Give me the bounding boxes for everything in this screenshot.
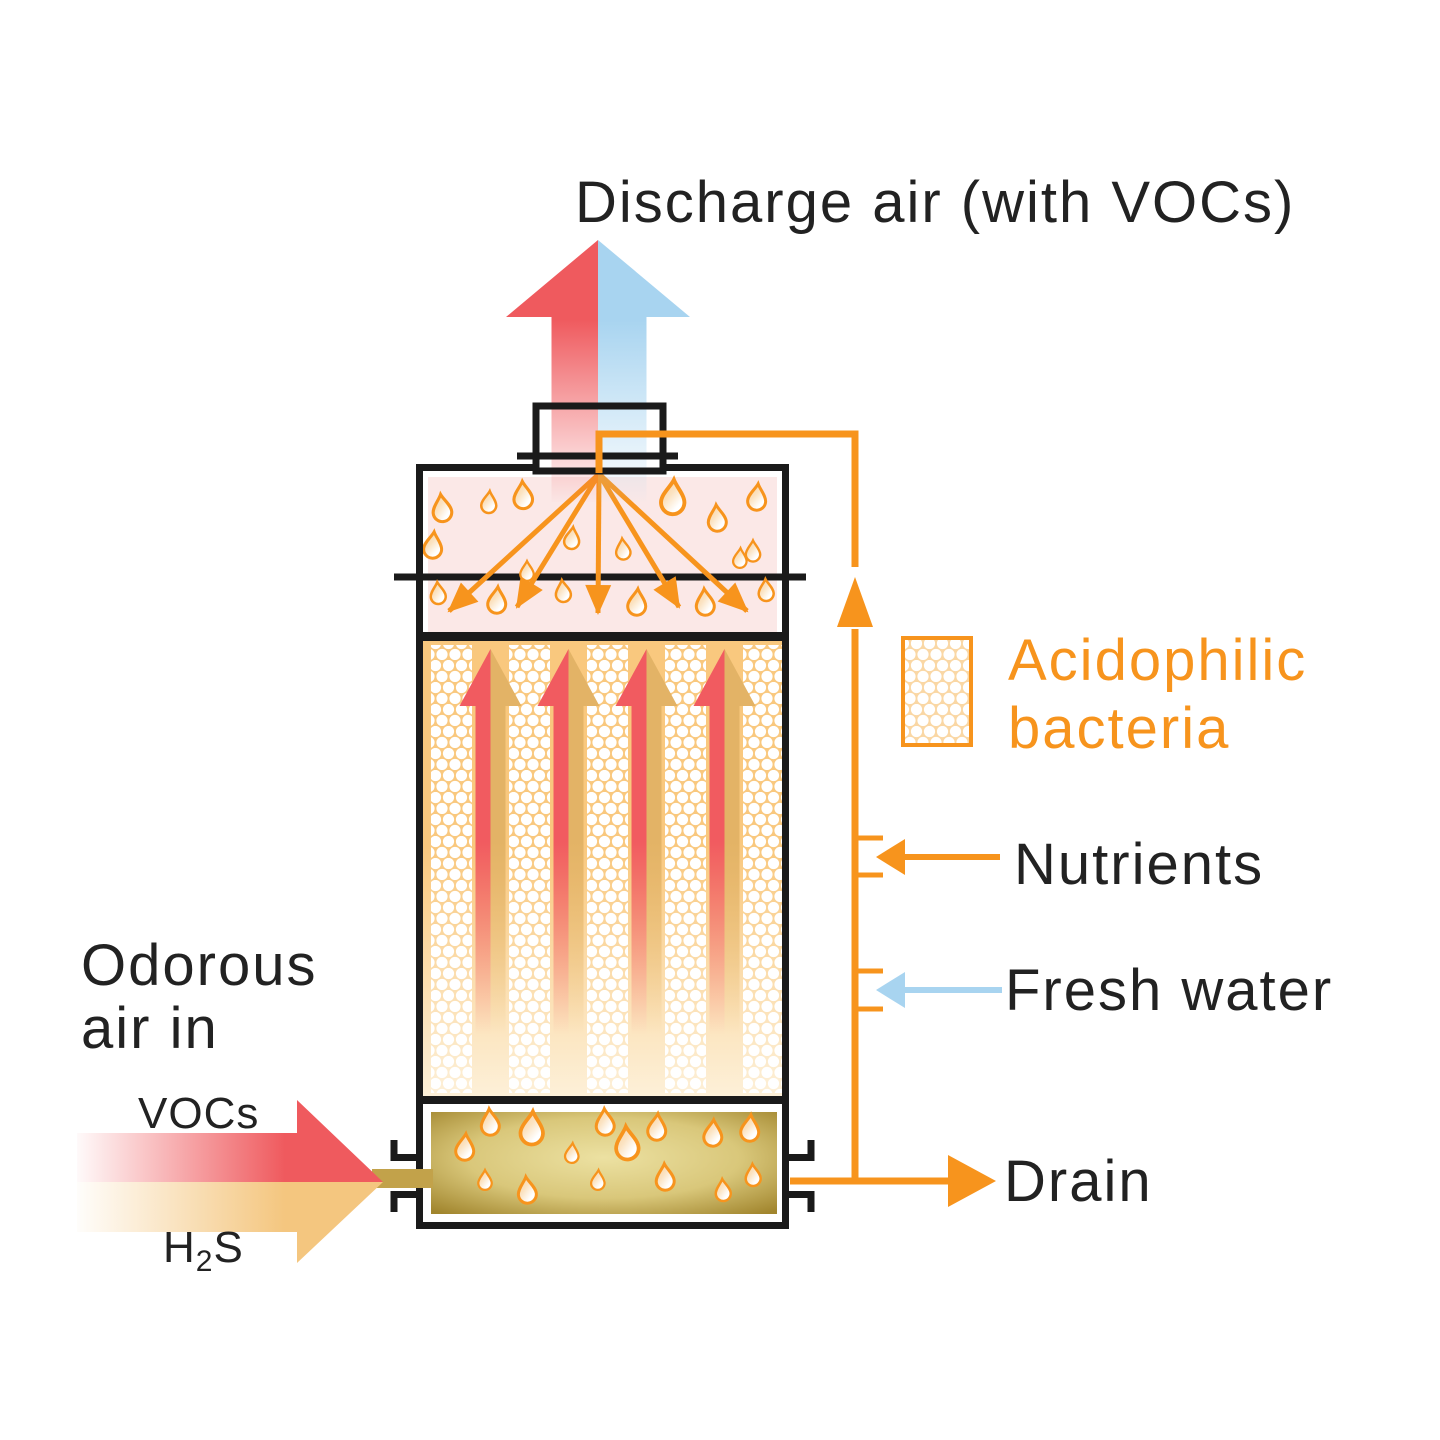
discharge-arrow-red-half — [506, 240, 598, 502]
inlet-arrow-voc-half — [77, 1100, 383, 1182]
fresh-water-left-arrow — [876, 972, 1002, 1008]
flange-bracket — [390, 1140, 422, 1161]
packing-dot-column — [743, 645, 784, 1093]
outlet-flange — [783, 1140, 815, 1212]
odorous-air-heading-line2: air in — [81, 996, 219, 1061]
packing-dot-column — [665, 645, 706, 1093]
airflow-up-arrow — [537, 649, 600, 1035]
legend-acidophilic-bacteria — [901, 636, 973, 747]
packing-dot-column — [431, 645, 472, 1093]
recirculation-pipe-top — [595, 430, 859, 567]
legend-swatch — [901, 636, 973, 747]
fresh-water-label: Fresh water — [1005, 958, 1333, 1023]
h2s-prefix: H — [163, 1223, 196, 1272]
packing-media-dots — [431, 645, 784, 1093]
drain-label: Drain — [1004, 1149, 1153, 1214]
packing-dot-column — [587, 645, 628, 1093]
h2s-label: H2S — [163, 1223, 244, 1278]
airflow-up-arrows — [459, 649, 756, 1035]
h2s-subscript: 2 — [196, 1245, 214, 1278]
tank-wall — [416, 464, 789, 1229]
voc-label: VOCs — [138, 1089, 259, 1138]
flange-bracket — [783, 1191, 815, 1212]
inlet-flange — [390, 1140, 422, 1212]
nutrients-left-arrow — [876, 839, 1000, 875]
fresh-water-arrow-head — [876, 972, 905, 1008]
legend-label-line1: Acidophilic — [1008, 628, 1307, 693]
packing-dot-column — [509, 645, 550, 1093]
page-title: Discharge air (with VOCs) — [575, 170, 1295, 235]
recirculation-pipe — [595, 430, 883, 1181]
sump — [431, 1106, 777, 1214]
airflow-up-arrow — [615, 649, 678, 1035]
drain-right-arrow — [790, 1155, 996, 1207]
tank-outline — [416, 464, 789, 1229]
nutrients-label: Nutrients — [1014, 832, 1264, 897]
inlet-pipe-stub — [372, 1169, 433, 1188]
drain-arrow-head — [948, 1155, 996, 1207]
flange-bracket — [783, 1140, 815, 1161]
airflow-up-arrow — [693, 649, 756, 1035]
inlet-right-arrow — [77, 1100, 383, 1263]
recirculation-up-arrow — [837, 577, 873, 627]
inlet-arrow-h2s-half — [77, 1182, 383, 1263]
packing-bed — [423, 641, 784, 1096]
flange-bracket — [390, 1191, 422, 1212]
nutrients-arrow-head — [876, 839, 905, 875]
odorous-air-heading-line1: Odorous — [81, 933, 317, 998]
h2s-suffix: S — [213, 1223, 243, 1272]
legend-label-line2: bacteria — [1008, 696, 1230, 761]
airflow-up-arrow — [459, 649, 522, 1035]
